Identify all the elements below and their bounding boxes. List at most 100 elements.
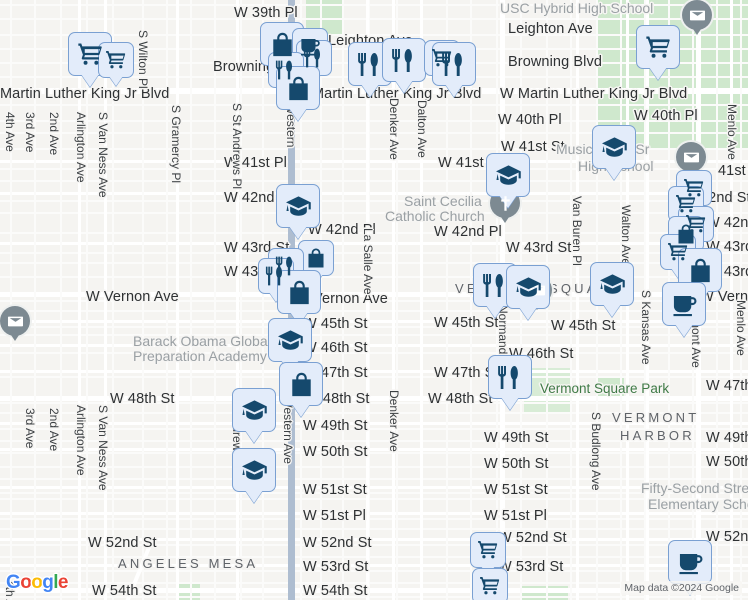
mail-circle-icon[interactable] (682, 0, 712, 30)
shopping-cart-icon (668, 243, 688, 261)
road-h-minor-9 (0, 148, 748, 151)
road-h-minor-19 (0, 310, 748, 313)
road-h-minor-1 (0, 18, 748, 21)
road-h-minor-37 (0, 570, 748, 573)
mail-circle-icon[interactable] (676, 142, 706, 172)
graduation-cap-icon (599, 273, 625, 294)
road-v-minor-2 (60, 0, 63, 600)
road-h-minor-23 (0, 376, 748, 379)
map-pin-shopping-cart[interactable] (636, 25, 680, 69)
map-pin-graduation-cap[interactable] (592, 125, 636, 169)
restaurant-icon (391, 48, 412, 72)
road-v-minor-0 (10, 0, 13, 600)
graduation-cap-icon (241, 399, 267, 420)
road-v-minor-3 (86, 0, 89, 600)
road-h-main-4 (0, 292, 748, 298)
road-h-minor-26 (0, 428, 748, 431)
road-v-minor-1 (34, 0, 37, 600)
road-h-main-15 (0, 588, 748, 593)
map-pin-shopping-cart[interactable] (98, 42, 134, 78)
road-v-minor-6 (166, 0, 169, 600)
road-h-minor-21 (0, 334, 748, 337)
map-attribution: Map data ©2024 Google (621, 581, 742, 595)
road-h-minor-30 (0, 478, 748, 481)
graduation-cap-icon (515, 276, 541, 297)
road-h-minor-7 (0, 120, 748, 123)
shopping-bag-icon (288, 76, 308, 100)
restaurant-icon (275, 60, 293, 80)
road-h-main-8 (0, 396, 748, 401)
map-pin-graduation-cap[interactable] (276, 184, 320, 228)
road-v-minor-9 (240, 0, 243, 600)
park-area-bottom (598, 378, 624, 396)
road-h-main-6 (0, 344, 748, 347)
map-pin-shopping-cart[interactable] (472, 568, 508, 600)
graduation-cap-icon (601, 136, 627, 157)
road-v-minor-7 (190, 0, 193, 600)
road-h-minor-22 (0, 352, 748, 355)
road-h-minor-2 (0, 34, 748, 37)
road-h-main-12 (0, 512, 748, 515)
map-pin-graduation-cap[interactable] (232, 388, 276, 432)
map-pin-restaurant[interactable] (488, 355, 532, 399)
road-v-minor-28 (716, 0, 719, 600)
road-h-main-7 (0, 370, 748, 373)
road-v-minor-17 (446, 0, 449, 600)
map-pin-graduation-cap[interactable] (486, 153, 530, 197)
map-pin-shopping-bag[interactable] (279, 362, 323, 406)
road-v-minor-10 (262, 0, 265, 600)
road-h-main-1 (0, 160, 748, 164)
road-h-main-11 (0, 486, 748, 490)
map-pin-shopping-cart[interactable] (470, 532, 506, 568)
road-h-main-3 (0, 242, 748, 245)
map-pin-coffee-cup[interactable] (662, 282, 706, 326)
road-h-minor-10 (0, 168, 748, 171)
road-h-main-5 (0, 320, 748, 323)
road-v-minor-4 (112, 0, 115, 600)
map-pin-shopping-bag[interactable] (277, 270, 321, 314)
shopping-bag-icon (308, 248, 324, 268)
road-h-minor-32 (0, 498, 748, 501)
road-v-minor-13 (342, 0, 345, 600)
map-pin-coffee-cup[interactable] (668, 540, 712, 584)
road-h-minor-13 (0, 212, 748, 215)
road-v-main-0 (78, 0, 82, 600)
road-v-main-12 (730, 0, 733, 600)
shopping-cart-icon (676, 195, 696, 213)
map-pin-graduation-cap[interactable] (590, 262, 634, 306)
road-h-main-9 (0, 422, 748, 425)
google-logo[interactable]: Google (6, 572, 68, 593)
graduation-cap-icon (277, 329, 303, 350)
road-h-minor-15 (0, 252, 748, 255)
road-v-minor-25 (644, 0, 647, 600)
coffee-cup-icon (678, 553, 702, 574)
map-pin-graduation-cap[interactable] (268, 318, 312, 362)
road-v-main-10 (646, 0, 649, 600)
road-v-main-6 (366, 0, 369, 600)
road-h-minor-18 (0, 300, 748, 303)
road-h-main-2 (0, 192, 748, 195)
restaurant-icon (497, 365, 518, 389)
road-h-main-13 (0, 538, 748, 542)
shopping-cart-icon (684, 179, 704, 197)
coffee-cup-icon (301, 39, 320, 56)
road-h-minor-39 (0, 596, 748, 599)
road-h-minor-29 (0, 466, 748, 469)
shopping-bag-icon (289, 280, 309, 304)
road-v-minor-12 (320, 0, 323, 600)
shopping-cart-icon (686, 215, 706, 233)
road-h-minor-27 (0, 440, 748, 443)
restaurant-icon (303, 48, 321, 68)
map-pin-graduation-cap[interactable] (232, 448, 276, 492)
graduation-cap-icon (285, 195, 311, 216)
shopping-cart-icon (480, 577, 500, 595)
road-h-main-14 (0, 564, 748, 567)
road-h-minor-11 (0, 180, 748, 183)
shopping-cart-icon (77, 42, 102, 65)
map-pin-restaurant[interactable] (432, 42, 476, 86)
map-pin-shopping-bag[interactable] (276, 66, 320, 110)
map-pin-restaurant[interactable] (382, 38, 426, 82)
mail-circle-icon[interactable] (0, 306, 30, 336)
road-h-main-10 (0, 448, 748, 451)
